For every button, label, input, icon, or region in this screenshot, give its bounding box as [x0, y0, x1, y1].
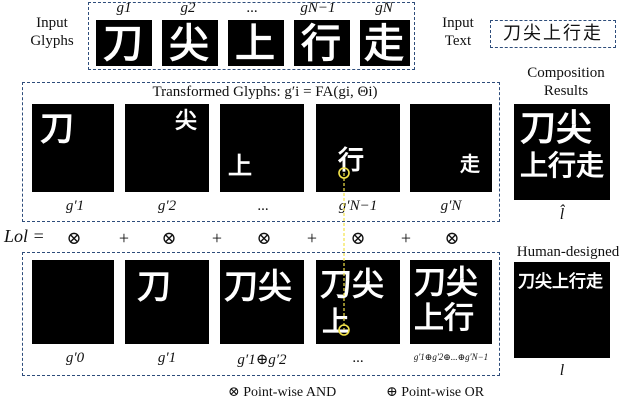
input-glyph-tile: 上 [228, 20, 284, 66]
and-operator: ⊗ [161, 228, 177, 248]
composition-label: l̂ [559, 206, 565, 223]
transformed-label: g′2 [157, 198, 177, 214]
input-glyph-tile: 走 [360, 20, 410, 66]
human-designed-tile: 刀尖上行走 [514, 262, 610, 358]
plus-operator: + [118, 228, 130, 248]
cumulative-label: g′1⊕g′2 [237, 352, 287, 368]
and-operator: ⊗ [256, 228, 272, 248]
cumulative-label: g′0 [65, 350, 85, 366]
input-glyph-label: gN [375, 0, 393, 16]
cumulative-label: g′1⊕g′2⊕...⊕g′N−1 [413, 352, 489, 362]
input-glyph-label: g1 [116, 0, 132, 16]
transformed-tile: 上 [220, 104, 304, 192]
transformed-label: g′N [440, 198, 462, 214]
cumulative-tile [32, 260, 114, 344]
human-designed-title: Human-designed [516, 244, 620, 260]
input-glyphs-label: Input Glyphs [30, 15, 74, 49]
transformed-tile: 行 [316, 104, 400, 192]
composition-result-tile: 刀尖 上行走 [514, 104, 610, 200]
transformed-glyphs-title: Transformed Glyphs: g′i = FA(gi, Θi) [152, 84, 378, 100]
and-operator: ⊗ [444, 228, 460, 248]
cumulative-label: ... [352, 350, 364, 366]
transformed-glyphs-box [22, 82, 500, 222]
human-designed-label: l [559, 362, 565, 379]
plus-operator: + [211, 228, 223, 248]
transformed-label: g′N−1 [338, 198, 378, 214]
input-glyph-label: gN−1 [300, 0, 336, 16]
input-text-label: Input Text [442, 15, 474, 49]
cumulative-tile: 刀 [125, 260, 209, 344]
cumulative-box [22, 252, 500, 376]
and-operator: ⊗ [350, 228, 366, 248]
legend-or: ⊕ Point-wise OR [386, 385, 485, 400]
and-operator: ⊗ [66, 228, 82, 248]
input-text-box [490, 20, 616, 48]
transformed-label: g′1 [65, 198, 85, 214]
cumulative-tile: 刀尖 上行 [410, 260, 492, 344]
plus-operator: + [400, 228, 412, 248]
cumulative-label: g′1 [157, 350, 177, 366]
input-glyph-label: ... [246, 0, 258, 16]
input-text-value: 刀尖上行走 [503, 23, 603, 44]
legend-and: ⊗ Point-wise AND [228, 385, 337, 400]
cumulative-tile: 刀尖 [220, 260, 304, 344]
input-glyph-tile: 刀 [96, 20, 152, 66]
loss-label: Lol = [4, 226, 45, 246]
input-glyph-tile: 尖 [162, 20, 218, 66]
input-glyphs-box [88, 2, 415, 70]
transformed-tile: 走 [410, 104, 492, 192]
input-glyph-tile: 行 [294, 20, 350, 66]
transformed-label: ... [257, 198, 269, 214]
plus-operator: + [306, 228, 318, 248]
transformed-tile: 刀 [32, 104, 114, 192]
cumulative-tile: 刀尖 上 [316, 260, 400, 344]
input-glyph-label: g2 [180, 0, 196, 16]
composition-title: Composition Results [527, 65, 605, 99]
transformed-tile: 尖 [125, 104, 209, 192]
